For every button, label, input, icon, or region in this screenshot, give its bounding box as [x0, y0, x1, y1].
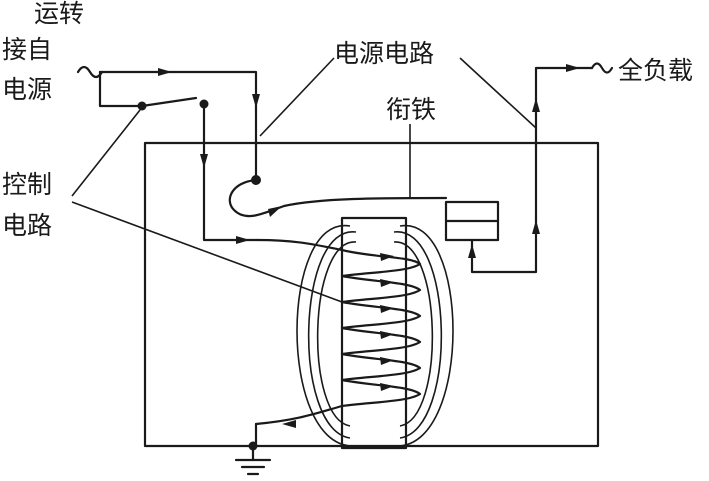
coil-winding [254, 238, 422, 426]
leader-control-to-coil [71, 201, 343, 303]
arrow-right-icon [380, 279, 394, 287]
power-supply-wire [98, 70, 258, 182]
arrow-up-icon [532, 98, 540, 112]
label-armature: 衔铁 [386, 95, 436, 124]
label-control-circuit-2: 电路 [2, 211, 52, 240]
label-operation: 运转 [34, 0, 84, 28]
arrow-down-icon [200, 154, 208, 168]
arrow-up-icon [532, 220, 540, 234]
label-full-load: 全负载 [618, 56, 693, 85]
leader-control-to-switch [71, 109, 141, 197]
arrow-right-icon [380, 253, 394, 261]
magnetic-flux-lines [296, 225, 454, 447]
arrow-down-icon [252, 94, 260, 108]
arrow-right-icon [380, 357, 394, 365]
arrow-right-icon [566, 64, 580, 72]
iron-core [340, 216, 408, 450]
operation-switch-blade [140, 96, 198, 108]
arrow-right-icon [236, 236, 250, 244]
leader-power-circuit-left [259, 57, 335, 137]
relay-housing [143, 141, 600, 448]
arrow-up-icon [468, 244, 476, 258]
supply-input-terminal [76, 65, 104, 79]
leader-power-circuit-right [459, 57, 537, 129]
load-output-wire [470, 66, 594, 274]
label-from-power-2: 电源 [2, 75, 52, 104]
load-output-terminal [590, 62, 614, 74]
arrow-right-icon [380, 305, 394, 313]
supply-branch-wire [98, 70, 147, 108]
movable-contact-arm [228, 178, 448, 218]
control-circuit-wire [202, 102, 260, 242]
label-power-circuit: 电源电路 [334, 39, 434, 68]
label-control-circuit-1: 控制 [2, 170, 52, 199]
arrow-right-icon [380, 383, 394, 391]
ground-symbol-icon [234, 444, 272, 476]
arrow-right-icon [268, 206, 282, 217]
arrow-right-icon [158, 68, 172, 76]
arrow-left-icon [282, 420, 296, 428]
arrow-right-icon [380, 331, 394, 339]
label-from-power-1: 接自 [2, 35, 52, 64]
